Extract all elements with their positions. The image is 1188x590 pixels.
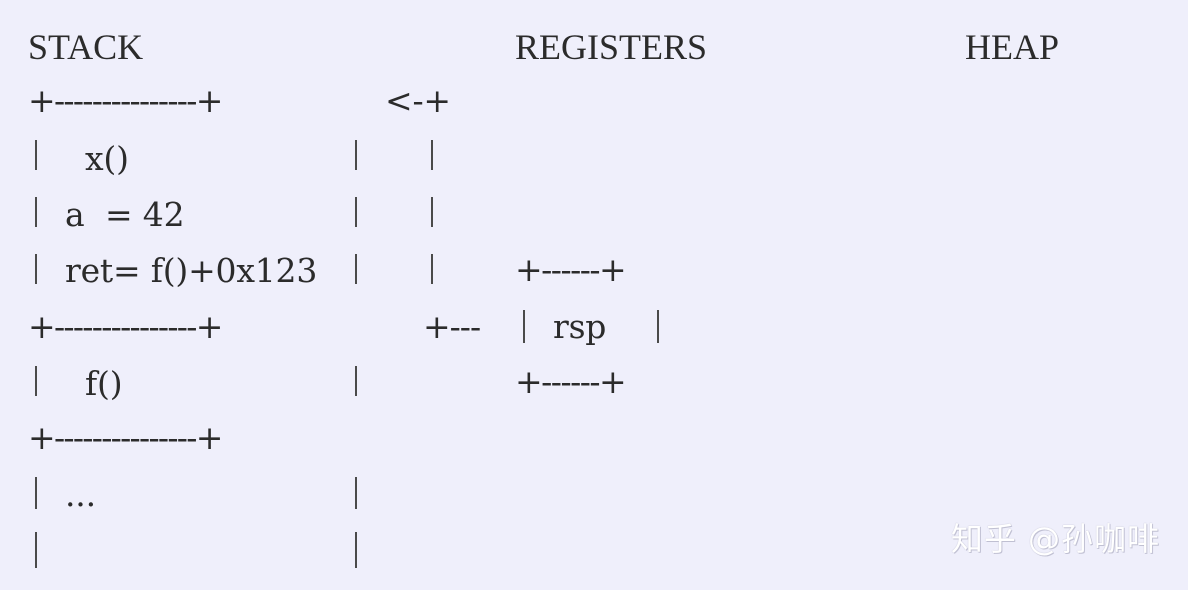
stack-left-wall-bottom [35, 532, 37, 568]
rsp-connector: +--- [423, 307, 481, 346]
zhihu-watermark: 知乎 @孙咖啡 [950, 520, 1160, 558]
pointer-line-segment [431, 197, 433, 227]
pointer-line-segment [431, 140, 433, 170]
stack-left-wall-frame-x [35, 140, 37, 170]
stack-right-wall-ellipsis [355, 477, 357, 509]
rsp-register-label: rsp [553, 307, 607, 346]
stack-mid-border: +---------------+ [28, 307, 223, 346]
stack-right-wall-frame-x [355, 140, 357, 170]
stack-right-wall-bottom [355, 532, 357, 568]
stack-top-border: +---------------+ [28, 81, 223, 120]
frame-x-name: x() [85, 139, 129, 178]
stack-right-wall-local [355, 197, 357, 227]
stack-left-wall-frame-f [35, 366, 37, 396]
stack-left-wall-local [35, 197, 37, 227]
stack-right-wall-frame-f [355, 366, 357, 396]
pointer-line-segment [431, 254, 433, 284]
frame-f-name: f() [85, 364, 123, 403]
rsp-box-bottom: +------+ [515, 362, 627, 401]
stack-header: STACK [28, 27, 144, 67]
rsp-pointer-arrow: <-+ [385, 81, 451, 120]
rsp-box-top: +------+ [515, 250, 627, 289]
stack-lower-border: +---------------+ [28, 418, 223, 457]
frame-x-local-var: a = 42 [65, 195, 185, 234]
registers-header: REGISTERS [515, 27, 708, 67]
rsp-box-left-wall [523, 310, 525, 343]
heap-header: HEAP [965, 27, 1060, 67]
stack-ellipsis: ... [65, 475, 96, 514]
stack-left-wall-ellipsis [35, 477, 37, 509]
stack-left-wall-ret [35, 254, 37, 284]
frame-x-return-address: ret= f()+0x123 [65, 251, 318, 290]
stack-right-wall-ret [355, 254, 357, 284]
rsp-box-right-wall [657, 310, 659, 343]
